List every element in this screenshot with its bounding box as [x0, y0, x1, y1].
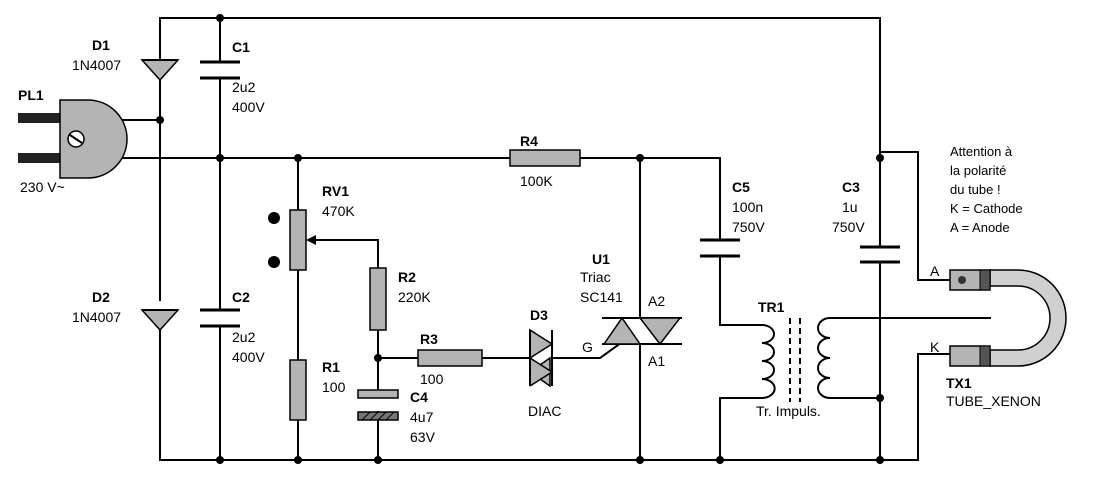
tr1-value: Tr. Impuls.	[756, 403, 821, 419]
resistor-r4: R4 100K	[509, 133, 581, 189]
diode-d1: D1 1N4007	[72, 37, 180, 82]
d3-ref: D3	[530, 307, 548, 323]
u1-pin-g: G	[582, 339, 593, 355]
capacitor-c1: C1 2u2 400V	[200, 39, 265, 115]
d1-ref: D1	[92, 37, 110, 53]
d1-value: 1N4007	[72, 57, 121, 73]
tx1-pin-k: K	[930, 339, 940, 355]
tx1-ref: TX1	[946, 375, 972, 391]
rv1-ref: RV1	[322, 183, 349, 199]
c2-ref: C2	[232, 289, 250, 305]
d2-value: 1N4007	[72, 309, 121, 325]
tx1-value: TUBE_XENON	[946, 393, 1041, 409]
r1-value: 100	[322, 379, 346, 395]
r2-ref: R2	[398, 269, 416, 285]
d3-value: DIAC	[528, 403, 561, 419]
c1-ref: C1	[232, 39, 250, 55]
c4-value: 4u7	[410, 409, 434, 425]
note-line: K = Cathode	[950, 201, 1023, 216]
capacitor-c3: C3 1u 750V	[832, 179, 900, 264]
r1-ref: R1	[322, 359, 340, 375]
r4-ref: R4	[520, 133, 538, 149]
polarity-note: Attention à la polarité du tube ! K = Ca…	[950, 144, 1023, 235]
c5-ref: C5	[732, 179, 750, 195]
u1-type: Triac	[580, 269, 611, 285]
note-line: la polarité	[950, 163, 1006, 178]
resistor-r2: R2 220K	[369, 267, 431, 331]
pl1-value: 230 V~	[20, 179, 65, 195]
transformer-tr1: TR1 Tr. Impuls.	[756, 299, 832, 419]
d2-ref: D2	[92, 289, 110, 305]
capacitor-c4: C4 4u7 63V	[357, 389, 436, 445]
plug-pl1: PL1 230 V~	[18, 87, 128, 195]
u1-pin-a1: A1	[648, 353, 665, 369]
resistor-r1: R1 100	[289, 359, 346, 421]
pl1-ref: PL1	[18, 87, 44, 103]
r3-value: 100	[420, 371, 444, 387]
c1-voltage: 400V	[232, 99, 265, 115]
c2-value: 2u2	[232, 329, 256, 345]
r2-value: 220K	[398, 289, 431, 305]
diac-d3: D3 DIAC	[528, 307, 561, 419]
u1-ref: U1	[592, 251, 610, 267]
junction-dots	[156, 14, 884, 464]
rv1-value: 470K	[322, 203, 355, 219]
note-line: A = Anode	[950, 220, 1010, 235]
c2-voltage: 400V	[232, 349, 265, 365]
c3-ref: C3	[842, 179, 860, 195]
tr1-ref: TR1	[758, 299, 785, 315]
potentiometer-rv1: RV1 470K	[268, 183, 378, 271]
capacitor-c2: C2 2u2 400V	[200, 289, 265, 365]
capacitor-c5: C5 100n 750V	[700, 179, 765, 258]
c3-value: 1u	[842, 199, 858, 215]
c1-value: 2u2	[232, 79, 256, 95]
u1-value: SC141	[580, 289, 623, 305]
c3-voltage: 750V	[832, 219, 865, 235]
diode-d2: D2 1N4007	[72, 289, 180, 332]
note-line: Attention à	[950, 144, 1013, 159]
note-line: du tube !	[950, 182, 1001, 197]
tx1-pin-a: A	[930, 263, 940, 279]
c4-voltage: 63V	[410, 429, 436, 445]
c4-ref: C4	[410, 389, 428, 405]
wires	[119, 17, 991, 461]
u1-pin-a2: A2	[648, 293, 665, 309]
triac-u1: U1 Triac SC141 A2 A1 G	[580, 251, 682, 369]
xenon-tube-tx1: A K TX1 TUBE_XENON	[930, 263, 1067, 409]
r4-value: 100K	[520, 173, 553, 189]
r3-ref: R3	[420, 331, 438, 347]
c5-voltage: 750V	[732, 219, 765, 235]
c5-value: 100n	[732, 199, 763, 215]
resistor-r3: R3 100	[417, 331, 483, 387]
